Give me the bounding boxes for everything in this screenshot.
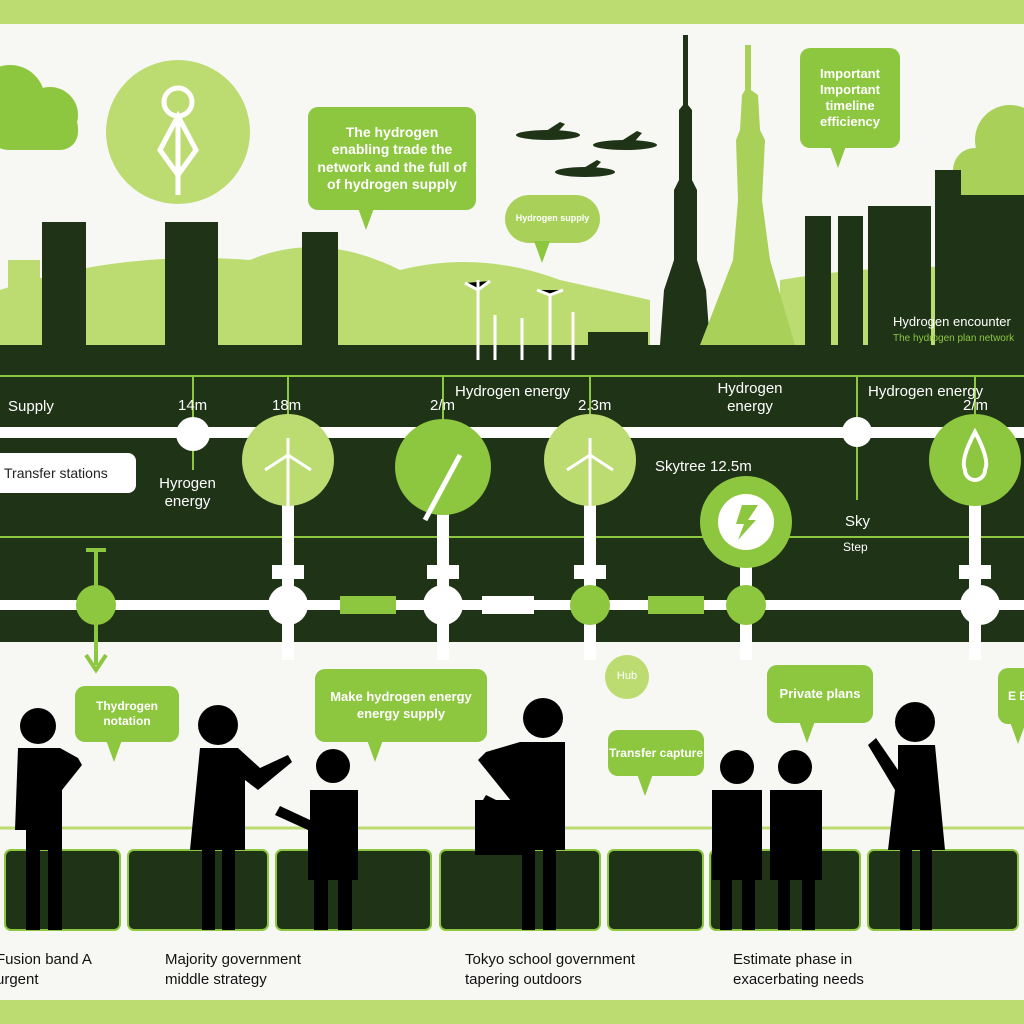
airplane-icon xyxy=(555,160,615,177)
skytree-tower xyxy=(700,45,795,345)
side-title: Hydrogen encounter xyxy=(893,314,1011,329)
speech-bubble-energy-supply: Make hydrogen energy energy supply xyxy=(315,669,487,762)
timeline-label-hydrogen: Hydrogen energy xyxy=(868,383,984,400)
timeline-label-time: 18m xyxy=(272,397,302,414)
timeline-label-hydrogen: Hydrogen energy xyxy=(717,380,783,415)
timeline-label-time: 14m xyxy=(178,397,208,414)
valve-arrow-icon xyxy=(84,548,108,674)
timeline-label-skytree: Skytree 12.5m xyxy=(655,458,752,475)
cloud-badge: Hydrogen supply xyxy=(505,195,600,263)
speech-bubble-edge: E B xyxy=(998,668,1024,744)
speech-bubble-transfer: Transfer capture xyxy=(608,730,704,796)
timeline-main-line xyxy=(0,427,1024,438)
timeline-label-supply: Supply xyxy=(8,398,54,415)
transfer-stations-button[interactable]: Transfer stations xyxy=(0,453,136,493)
dark-band xyxy=(0,345,1024,642)
timeline-node xyxy=(176,417,872,451)
side-subtitle: The hydrogen plan network xyxy=(893,333,1015,344)
person xyxy=(868,702,945,930)
cloud-icon xyxy=(953,105,1024,205)
timeline-label-time: 2/m xyxy=(430,397,456,414)
caption: Majority government middle strategy xyxy=(165,951,301,989)
pipeline-segment xyxy=(482,596,534,614)
timeline-label-sky: Sky xyxy=(845,513,871,530)
person xyxy=(15,708,82,930)
caption: Tokyo school government tapering outdoor… xyxy=(465,951,636,989)
building xyxy=(42,170,1024,347)
water-drop-icon xyxy=(961,427,989,482)
hub-label: Hub xyxy=(616,670,638,682)
caption: Estimate phase in exacerbating needs xyxy=(733,951,864,989)
wind-turbine-icon xyxy=(264,438,614,515)
wind-turbine-icon xyxy=(464,279,575,360)
hub-badge xyxy=(605,655,649,699)
pipeline-segment xyxy=(340,596,704,614)
speech-bubble-innovation: Thydrogen notation xyxy=(75,686,179,762)
speech-bubble-important: Important Important timeline efficiency xyxy=(800,48,900,168)
speech-bubble-private: Private plans xyxy=(767,665,873,743)
person xyxy=(190,705,292,930)
lightning-icon xyxy=(736,505,758,540)
timeline-label-time: 2.3m xyxy=(578,397,612,414)
person xyxy=(712,750,762,930)
slash-icon xyxy=(422,453,463,522)
top-band xyxy=(0,0,1024,24)
timeline-label-hydrogen: Hyrogen energy xyxy=(159,475,216,510)
caption: Fusion band A urgent xyxy=(0,951,92,989)
speech-bubble-supply: The hydrogen enabling trade the network … xyxy=(308,107,476,230)
timeline-label-hydrogen: Hydrogen energy xyxy=(455,383,571,400)
tree-icon xyxy=(157,85,199,195)
slash-badge xyxy=(395,419,491,515)
seat xyxy=(4,849,1019,931)
bottom-band xyxy=(0,1000,1024,1024)
person xyxy=(475,698,565,930)
pipe-node xyxy=(76,585,766,625)
cloud-icon xyxy=(0,65,78,150)
tokyo-tower xyxy=(660,35,710,345)
airplane-icon xyxy=(593,131,657,150)
water-drop-badge xyxy=(929,414,1021,506)
airplane-icon xyxy=(516,122,580,140)
person xyxy=(770,750,822,930)
timeline-label-step: Step xyxy=(843,540,868,554)
person xyxy=(275,749,358,930)
timeline-label-time: 2/m xyxy=(963,397,989,414)
pipe-node xyxy=(268,585,1000,625)
building-window xyxy=(8,260,40,340)
